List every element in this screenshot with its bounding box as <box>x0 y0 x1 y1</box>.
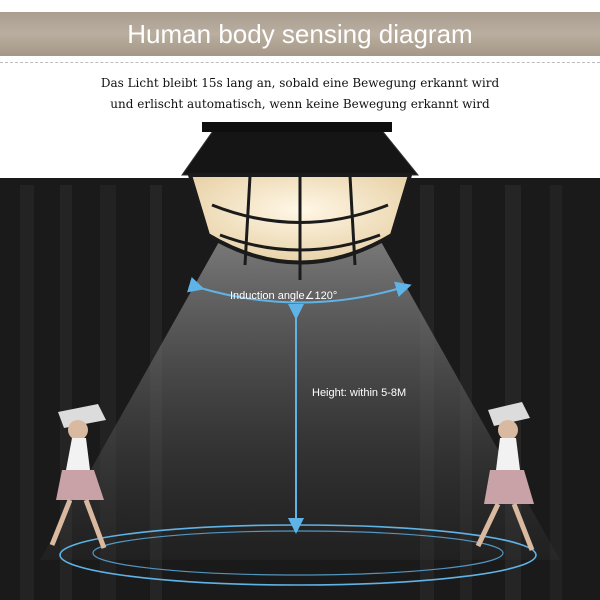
person-left-icon <box>49 404 107 549</box>
person-right-icon <box>475 402 535 551</box>
description-line-2: und erlischt automatisch, wenn keine Bew… <box>110 97 490 111</box>
title-banner: Human body sensing diagram <box>0 12 600 56</box>
description-line-1: Das Licht bleibt 15s lang an, sobald ein… <box>100 76 500 90</box>
light-beam <box>40 240 560 560</box>
ceiling-lamp-icon <box>181 122 420 280</box>
page-title: Human body sensing diagram <box>127 19 473 49</box>
height-label: Height: within 5-8M <box>312 387 407 399</box>
induction-angle-arrow <box>187 277 412 304</box>
divider <box>0 62 600 63</box>
induction-angle-label: Induction angle∠120° <box>230 290 338 302</box>
